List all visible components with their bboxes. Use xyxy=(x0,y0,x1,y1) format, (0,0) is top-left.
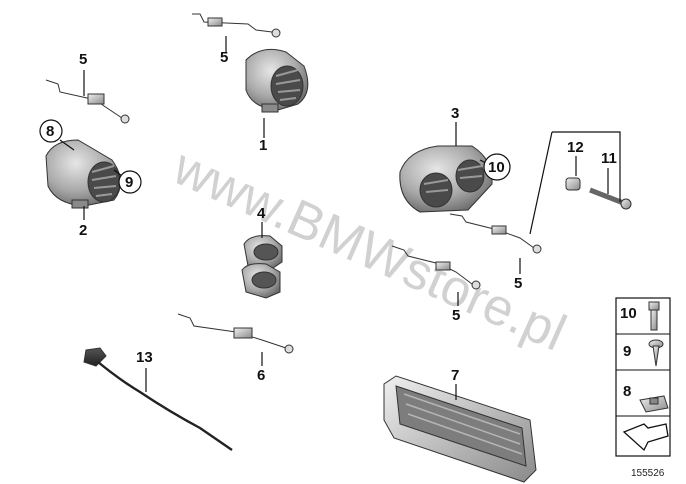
legend-label-9: 9 xyxy=(623,343,631,360)
callout-9: 9 xyxy=(125,174,133,191)
callouts: 5 1 5 8 9 2 3 10 4 12 11 5 5 6 13 7 xyxy=(39,49,617,384)
rod-part-right-lower xyxy=(391,245,481,290)
clip-nut-icon xyxy=(639,395,669,413)
rod-part-right-upper xyxy=(449,213,542,254)
rod-part-left xyxy=(45,79,130,124)
callout-11: 11 xyxy=(601,150,617,167)
vent-part-3 xyxy=(399,145,493,213)
reference-number: 155526 xyxy=(631,468,665,479)
callout-5: 5 xyxy=(220,49,228,66)
small-parts-legend: 10 9 8 xyxy=(615,297,671,457)
callout-13: 13 xyxy=(136,349,153,366)
panel-part-7 xyxy=(383,375,537,483)
screw-icon xyxy=(648,339,664,367)
legend-label-10: 10 xyxy=(620,305,637,322)
callout-5: 5 xyxy=(452,307,460,324)
bolt-icon xyxy=(648,301,660,331)
callout-10: 10 xyxy=(488,159,505,176)
vent-part-2 xyxy=(45,139,121,209)
callout-3: 3 xyxy=(451,105,459,122)
watermark: www.BMWstore.pl xyxy=(164,138,574,363)
rod-part-6 xyxy=(177,313,294,354)
callout-1: 1 xyxy=(259,137,267,154)
rod-part-top-center xyxy=(192,13,281,38)
callout-2: 2 xyxy=(79,222,87,239)
cable-part-13 xyxy=(83,347,233,451)
vent-part-1 xyxy=(245,48,309,113)
callout-5: 5 xyxy=(79,51,87,68)
vent-part-4 xyxy=(241,235,283,299)
direction-arrow-icon xyxy=(622,423,669,452)
callout-8: 8 xyxy=(46,123,54,140)
callout-5: 5 xyxy=(514,275,522,292)
callout-7: 7 xyxy=(451,367,459,384)
leader-lines xyxy=(59,36,621,400)
callout-6: 6 xyxy=(257,367,265,384)
screw-parts-11-12 xyxy=(565,177,632,210)
callout-12: 12 xyxy=(567,139,584,156)
callout-4: 4 xyxy=(257,205,266,222)
legend-label-8: 8 xyxy=(623,383,631,400)
